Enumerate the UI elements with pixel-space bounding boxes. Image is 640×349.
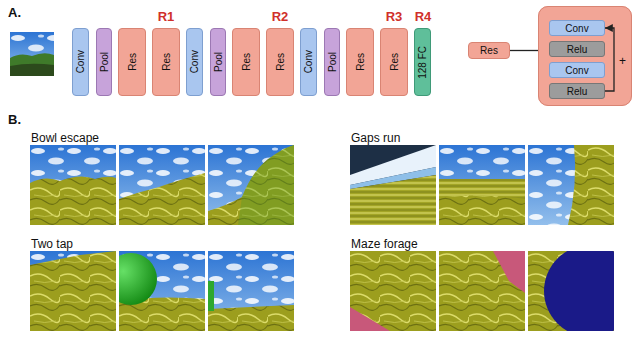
task-title-text: Bowl escape xyxy=(31,131,99,145)
node-text: Pool xyxy=(99,52,110,72)
res-block: Res xyxy=(152,28,180,96)
task-title: Two tap xyxy=(31,234,73,252)
node-text: Conv xyxy=(303,50,314,73)
node-text: + xyxy=(619,55,626,68)
res-expansion: +ConvReluConvRelu xyxy=(538,6,632,106)
fc-box: 128 FC xyxy=(414,28,431,96)
game-frame xyxy=(439,145,525,225)
res-block: Res xyxy=(232,28,260,96)
res-block: Res xyxy=(266,28,294,96)
game-frame xyxy=(439,251,525,331)
res-block: Res xyxy=(380,28,408,96)
game-frame xyxy=(208,251,294,331)
relu-box: Relu xyxy=(549,41,605,57)
relu-box: Relu xyxy=(549,83,605,99)
game-frame xyxy=(119,145,205,225)
node-text: Res xyxy=(355,53,366,71)
game-frame xyxy=(105,251,205,331)
panel-letter: A. xyxy=(8,3,21,21)
node-text: Res xyxy=(275,53,286,71)
task-title: Maze forage xyxy=(351,234,418,252)
res-block: Res xyxy=(118,28,146,96)
stage-label-text: R1 xyxy=(158,9,175,24)
node-text: Pool xyxy=(327,52,338,72)
node-text: Relu xyxy=(567,86,588,97)
task-title-text: Maze forage xyxy=(351,237,418,251)
node-text: 128 FC xyxy=(417,46,428,79)
panel-letter-text: A. xyxy=(8,5,21,20)
game-frame xyxy=(350,145,436,225)
panel-letter: B. xyxy=(8,110,21,128)
node-text: Conv xyxy=(75,50,86,73)
stage-label-text: R2 xyxy=(272,9,289,24)
stage-label-text: R4 xyxy=(415,9,432,24)
node-text: Conv xyxy=(565,23,588,34)
conv-box: Conv xyxy=(300,28,317,96)
connector xyxy=(510,50,538,51)
game-frame xyxy=(350,251,436,331)
stage-label-text: R3 xyxy=(386,9,403,24)
node-text: Conv xyxy=(189,50,200,73)
node-text: Relu xyxy=(567,44,588,55)
node-text: Res xyxy=(127,53,138,71)
task-title: Gaps run xyxy=(351,128,400,146)
game-frame xyxy=(30,145,116,225)
node-text: Res xyxy=(241,53,252,71)
conv-box: Conv xyxy=(549,20,605,36)
pool-box: Pool xyxy=(324,28,340,96)
pool-box: Pool xyxy=(96,28,112,96)
task-title-text: Gaps run xyxy=(351,131,400,145)
game-frame xyxy=(30,251,116,331)
task-title: Bowl escape xyxy=(31,128,99,146)
conv-box: Conv xyxy=(549,62,605,78)
res-expansion-fill xyxy=(538,6,632,106)
panel-letter-text: B. xyxy=(8,112,21,127)
node-text: Res xyxy=(480,45,498,56)
connector xyxy=(605,28,614,91)
game-frame xyxy=(208,145,294,225)
game-frame xyxy=(528,245,636,337)
conv-box: Conv xyxy=(186,28,203,96)
conv-box: Conv xyxy=(72,28,89,96)
res-block: Res xyxy=(346,28,374,96)
node-text: Res xyxy=(161,53,172,71)
node-text: Pool xyxy=(213,52,224,72)
input-thumbnail xyxy=(10,32,54,76)
stage-label: R1 xyxy=(158,7,175,25)
node-text: Conv xyxy=(565,65,588,76)
pool-box: Pool xyxy=(210,28,226,96)
stage-label: R4 xyxy=(415,7,432,25)
stage-label: R3 xyxy=(386,7,403,25)
res-block: Res xyxy=(468,42,510,59)
task-title-text: Two tap xyxy=(31,237,73,251)
game-frame xyxy=(528,145,614,225)
stage-label: R2 xyxy=(272,7,289,25)
node-text: Res xyxy=(389,53,400,71)
